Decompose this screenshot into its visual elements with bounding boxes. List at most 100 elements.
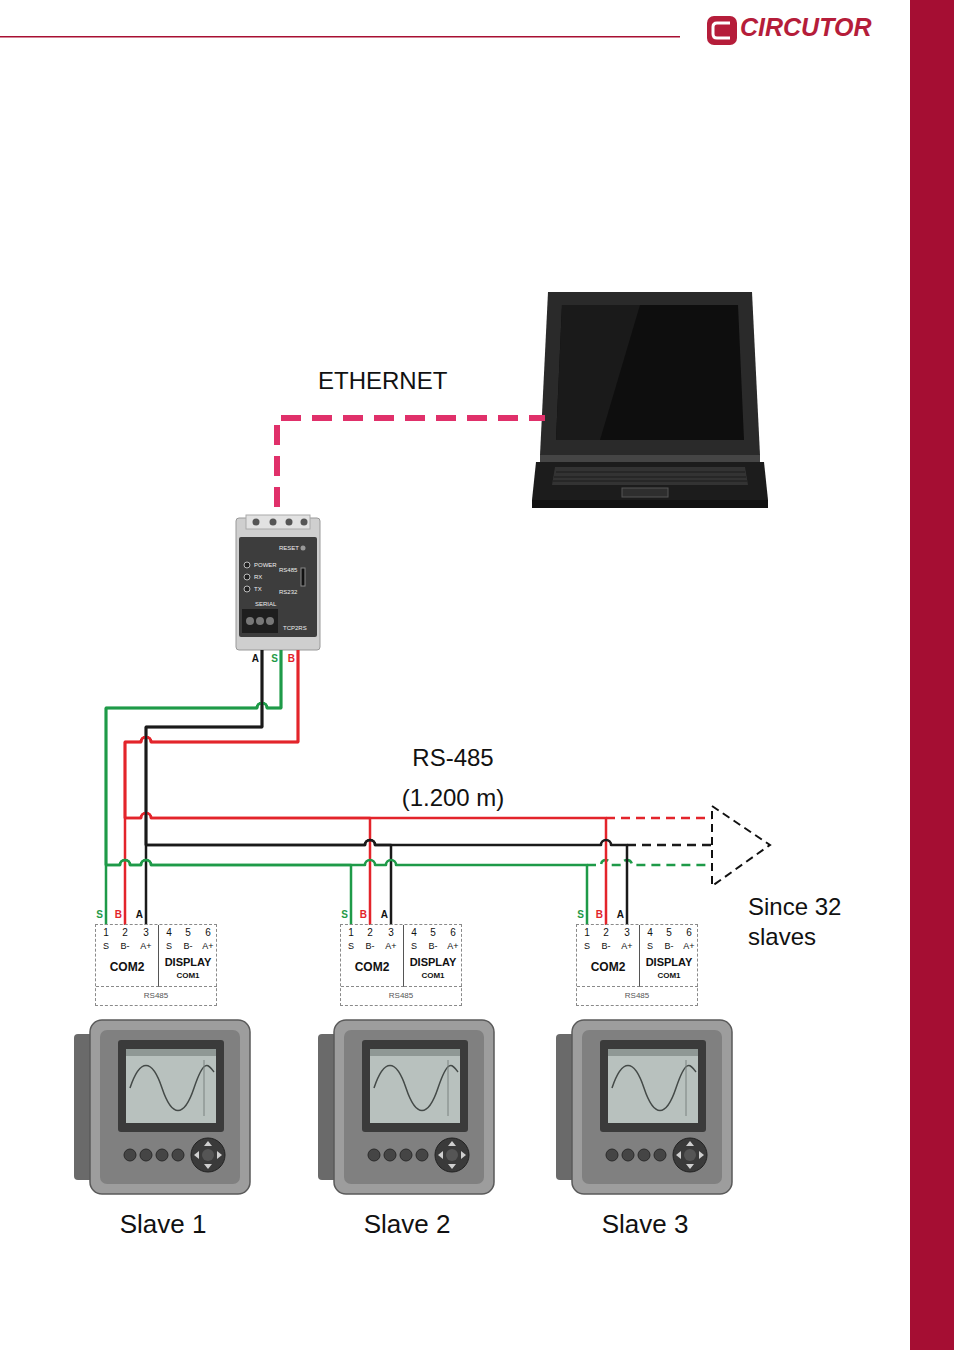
rs485-terminal-block: RS485123SB-A+COM2456SB-A+DISPLAYCOM1 — [95, 924, 217, 1006]
switch-label: RS232 — [279, 589, 297, 596]
pin-name: B- — [358, 941, 382, 951]
display-terminal-section: 456SB-A+DISPLAYCOM1 — [159, 925, 217, 987]
power-analyzer-meter: Slave 2 — [316, 1012, 498, 1257]
port-label: SERIAL — [255, 601, 276, 608]
laptop-illustration — [532, 292, 768, 508]
pin-name: A+ — [441, 941, 465, 951]
pin-name: A+ — [196, 941, 220, 951]
port-name: COM1 — [159, 971, 217, 980]
continuation-arrow — [712, 806, 770, 886]
bus-name: RS485 — [96, 991, 216, 1000]
pin-number: 2 — [113, 927, 137, 939]
pin-name: B- — [657, 941, 681, 951]
bus-name: RS485 — [577, 991, 697, 1000]
pin-name: A+ — [677, 941, 701, 951]
header-rule — [0, 36, 680, 38]
port-name: DISPLAY — [404, 956, 462, 969]
model-name: TCP2RS — [283, 625, 307, 632]
signal-name: A — [614, 909, 624, 921]
rs485-wire — [146, 650, 262, 925]
slave-caption: Slave 2 — [316, 1210, 498, 1240]
signal-name: B — [593, 909, 603, 921]
pin-number: 1 — [94, 927, 118, 939]
pin-number: 6 — [196, 927, 220, 939]
rs485-wire — [125, 650, 298, 925]
logo-icon — [707, 16, 737, 45]
signal-name: S — [93, 909, 103, 921]
pin-number: 3 — [615, 927, 639, 939]
pin-number: 4 — [638, 927, 662, 939]
port-name: DISPLAY — [159, 956, 217, 969]
pin-name: S — [575, 941, 599, 951]
pin-name: B- — [594, 941, 618, 951]
pin-number: 1 — [575, 927, 599, 939]
port-name: COM2 — [577, 961, 639, 975]
meter-illustration — [556, 1020, 732, 1194]
port-name: COM2 — [341, 961, 403, 975]
pin-number: 4 — [402, 927, 426, 939]
pin-name: A+ — [615, 941, 639, 951]
pin-name: A+ — [134, 941, 158, 951]
rs485-terminal-block: RS485123SB-A+COM2456SB-A+DISPLAYCOM1 — [576, 924, 698, 1006]
led-label: POWER — [254, 562, 277, 569]
pin-name: S — [94, 941, 118, 951]
converter-illustration — [236, 515, 320, 650]
power-analyzer-meter: Slave 3 — [554, 1012, 736, 1257]
com2-terminal-section: 123SB-A+COM2 — [341, 925, 404, 987]
port-name: COM2 — [96, 961, 158, 975]
pin-number: 2 — [594, 927, 618, 939]
rs485-wire — [146, 650, 627, 925]
pin-name: S — [402, 941, 426, 951]
port-name: COM1 — [640, 971, 698, 980]
signal-name: S — [574, 909, 584, 921]
rs485-wire — [106, 650, 587, 925]
switch-label: RS485 — [279, 567, 297, 574]
pin-number: 5 — [657, 927, 681, 939]
rs485-cable — [106, 650, 627, 925]
signal-name: A — [249, 653, 259, 665]
com2-terminal-section: 123SB-A+ COM2 — [577, 925, 640, 987]
signal-name: S — [338, 909, 348, 921]
meter-illustration — [318, 1020, 494, 1194]
signal-name: B — [357, 909, 367, 921]
port-name: COM1 — [404, 971, 462, 980]
bus-length: (1.200 m) — [363, 784, 543, 812]
meter-illustration — [74, 1020, 250, 1194]
pin-number: 5 — [176, 927, 200, 939]
button-label: RESET — [279, 545, 299, 552]
bus-name: RS485 — [341, 991, 461, 1000]
pin-number: 6 — [677, 927, 701, 939]
ethernet-cable — [277, 418, 545, 507]
brand-logo: CIRCUTOR — [740, 13, 900, 42]
note: Since 32 slaves — [748, 892, 868, 952]
pin-name: S — [638, 941, 662, 951]
signal-name: S — [268, 653, 278, 665]
signal-name: A — [378, 909, 388, 921]
pin-number: 3 — [379, 927, 403, 939]
rs485-wire — [106, 650, 351, 925]
led-label: TX — [254, 586, 262, 593]
signal-name: B — [112, 909, 122, 921]
rs485-cable — [106, 650, 391, 925]
network-label: ETHERNET — [318, 367, 478, 395]
rs485-wire — [146, 650, 391, 925]
pin-name: B- — [421, 941, 445, 951]
pin-number: 6 — [441, 927, 465, 939]
pin-number: 2 — [358, 927, 382, 939]
led-label: RX — [254, 574, 262, 581]
pin-name: B- — [176, 941, 200, 951]
signal-name: B — [285, 653, 295, 665]
rs485-wire — [125, 650, 370, 925]
side-bar — [910, 0, 954, 1350]
tcp2rs-converter: POWER RX TX RESET RS485RS232SERIAL TCP2RS — [233, 515, 323, 650]
pin-name: B- — [113, 941, 137, 951]
rs485-wire — [125, 650, 606, 925]
pin-name: A+ — [379, 941, 403, 951]
pin-name: S — [157, 941, 181, 951]
pin-number: 3 — [134, 927, 158, 939]
pin-number: 5 — [421, 927, 445, 939]
rs485-terminal-block: RS485123SB-A+COM2456SB-A+DISPLAYCOM1 — [340, 924, 462, 1006]
power-analyzer-meter: Slave 1 — [72, 1012, 254, 1257]
